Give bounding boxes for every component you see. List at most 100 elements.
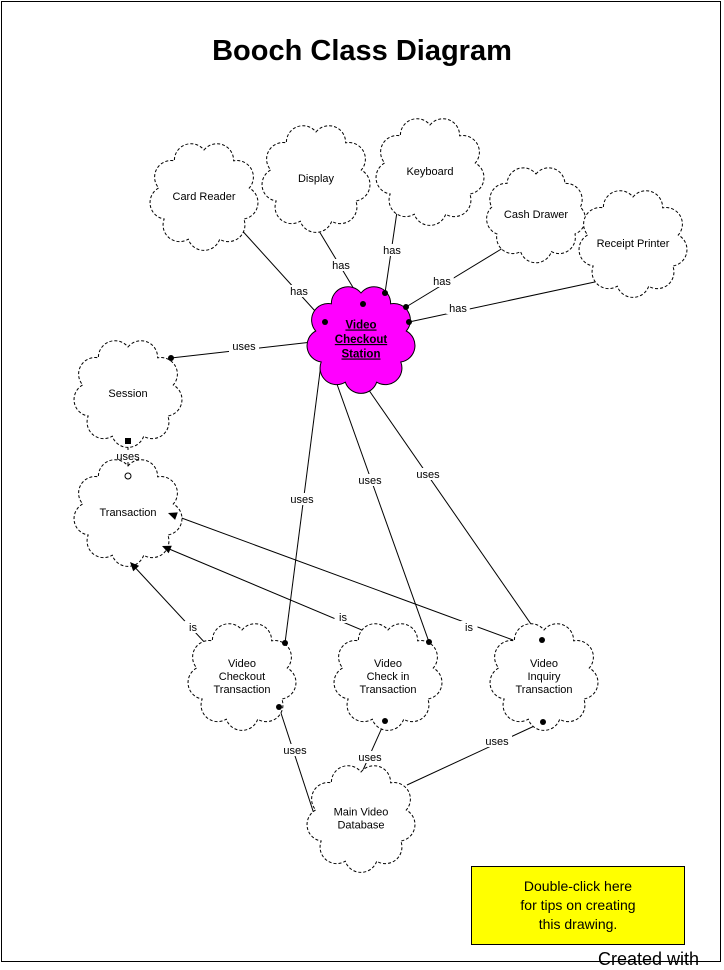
cloud-shape xyxy=(187,623,297,731)
class-label: Keyboard xyxy=(406,166,453,178)
association-dot-marker xyxy=(403,304,409,310)
class-node-cash-drawer[interactable]: Cash Drawer xyxy=(486,167,586,264)
relationship-label: uses xyxy=(358,475,382,487)
cloud-shape xyxy=(578,190,688,298)
relationship-has-card-reader-to-video-checkout-station[interactable]: has xyxy=(237,225,326,323)
relationship-label-bg xyxy=(355,474,385,486)
class-label: Main Video xyxy=(334,807,389,819)
class-node-receipt-printer[interactable]: Receipt Printer xyxy=(578,190,688,298)
relationship-uses-main-video-database-to-video-checkout-transaction[interactable]: uses xyxy=(278,706,316,818)
association-dot-marker xyxy=(540,719,546,725)
class-node-keyboard[interactable]: Keyboard xyxy=(375,118,485,226)
class-label: Database xyxy=(337,820,384,832)
relationship-label-bg xyxy=(287,493,317,505)
relationship-label-bg xyxy=(229,340,259,352)
relationship-line xyxy=(365,385,543,641)
relationship-uses-session-to-transaction[interactable]: uses xyxy=(113,441,143,476)
relationship-uses-video-checkout-station-to-video-checkout-transaction[interactable]: uses xyxy=(284,363,322,644)
relationship-label-bg xyxy=(460,621,478,633)
relationship-label-bg xyxy=(430,275,454,287)
association-dot-marker xyxy=(406,319,412,325)
relationship-is-video-inquiry-transaction-to-transaction[interactable]: is xyxy=(167,512,514,641)
cloud-shape xyxy=(73,459,183,567)
class-label: Transaction xyxy=(99,507,156,519)
cloud-shape xyxy=(306,286,416,394)
inheritance-arrowhead xyxy=(162,545,172,554)
cloud-shape xyxy=(306,765,416,873)
class-label: Video xyxy=(228,658,256,670)
class-node-session[interactable]: Session xyxy=(73,340,183,448)
relationship-line xyxy=(161,545,389,642)
relationship-uses-video-checkout-station-to-session[interactable]: uses xyxy=(170,340,322,359)
class-node-card-reader[interactable]: Card Reader xyxy=(149,143,259,251)
class-label: Video xyxy=(374,658,402,670)
class-label: Transaction xyxy=(515,684,572,696)
relationship-label-bg xyxy=(482,735,512,747)
relationship-label: uses xyxy=(358,752,382,764)
class-label: Checkout xyxy=(335,334,388,346)
class-label: Session xyxy=(108,388,147,400)
cloud-shape xyxy=(375,118,485,226)
relationship-uses-main-video-database-to-video-check-in-transaction[interactable]: uses xyxy=(355,720,386,771)
association-dot-marker xyxy=(276,704,282,710)
inheritance-arrowhead xyxy=(130,562,140,572)
relationship-label: uses xyxy=(116,451,140,463)
relationship-label: uses xyxy=(416,469,440,481)
association-dot-marker xyxy=(360,301,366,307)
inheritance-arrowhead xyxy=(168,512,178,520)
class-node-display[interactable]: Display xyxy=(261,125,371,233)
relationship-line xyxy=(237,225,326,323)
relationship-uses-main-video-database-to-video-inquiry-transaction[interactable]: uses xyxy=(406,721,544,786)
relationship-is-video-check-in-transaction-to-transaction[interactable]: is xyxy=(161,545,389,642)
class-node-transaction[interactable]: Transaction xyxy=(73,459,183,567)
cloud-shape xyxy=(486,167,586,264)
footer-created-with: Created with xyxy=(598,949,700,969)
class-label: Card Reader xyxy=(173,191,236,203)
relationship-label: uses xyxy=(485,736,509,748)
class-label: Display xyxy=(298,173,335,185)
association-dot-marker xyxy=(282,640,288,646)
class-label: Video xyxy=(530,658,558,670)
association-dot-marker xyxy=(382,718,388,724)
relationship-label: uses xyxy=(283,745,307,757)
relationship-line xyxy=(167,512,514,641)
relationship-label-bg xyxy=(355,751,385,763)
cloud-shape xyxy=(333,623,443,731)
relationship-line xyxy=(406,721,544,786)
relationship-has-cash-drawer-to-video-checkout-station[interactable]: has xyxy=(405,247,504,308)
relationship-label-bg xyxy=(413,468,443,480)
relationship-line xyxy=(278,706,316,818)
class-label: Station xyxy=(342,349,381,361)
tips-button[interactable]: Double-click here for tips on creating t… xyxy=(471,866,685,945)
relationship-label: uses xyxy=(290,494,314,506)
relationship-label-bg xyxy=(446,302,470,314)
class-label: Checkout xyxy=(219,671,265,683)
relationship-label-bg xyxy=(380,244,404,256)
association-dot-marker xyxy=(382,290,388,296)
relationship-label-bg xyxy=(280,744,310,756)
relationship-has-keyboard-to-video-checkout-station[interactable]: has xyxy=(380,204,404,294)
relationship-label-bg xyxy=(329,259,353,271)
class-label: Receipt Printer xyxy=(597,238,670,250)
relationship-uses-video-checkout-station-to-video-inquiry-transaction[interactable]: uses xyxy=(365,385,543,641)
relationship-line xyxy=(408,279,605,323)
class-label: Transaction xyxy=(359,684,416,696)
relationship-label: is xyxy=(339,612,347,624)
diagram-title: Booch Class Diagram xyxy=(212,35,512,67)
relationship-uses-video-checkout-station-to-video-check-in-transaction[interactable]: uses xyxy=(332,372,430,643)
relationship-is-video-checkout-transaction-to-transaction[interactable]: is xyxy=(129,561,208,646)
relationship-label: has xyxy=(332,260,350,272)
relationship-line xyxy=(405,247,504,308)
relationship-has-receipt-printer-to-video-checkout-station[interactable]: has xyxy=(408,279,605,323)
tip-line-1: Double-click here xyxy=(523,878,633,894)
relationship-label-bg xyxy=(113,450,143,462)
class-label: Inquiry xyxy=(527,671,561,683)
relationship-label: is xyxy=(465,622,473,634)
